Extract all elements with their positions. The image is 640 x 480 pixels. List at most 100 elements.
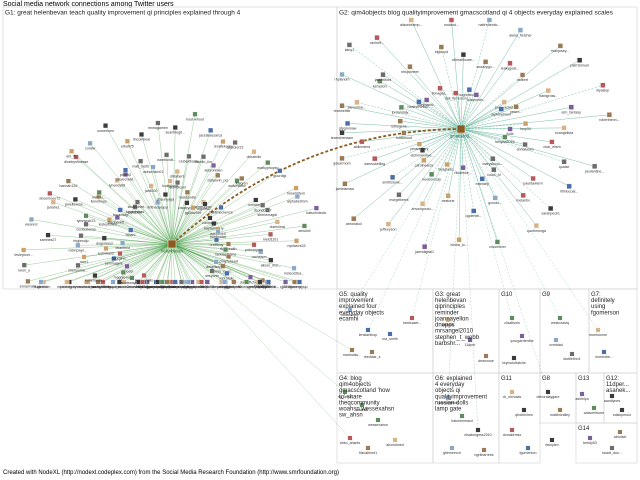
node-icon[interactable]	[409, 315, 415, 321]
node-icon[interactable]	[21, 262, 27, 268]
node-icon[interactable]	[172, 279, 178, 285]
node-icon[interactable]	[200, 154, 206, 160]
node-icon[interactable]	[138, 158, 144, 164]
node-icon[interactable]	[359, 402, 365, 408]
node-icon[interactable]	[401, 130, 407, 136]
node-icon[interactable]	[492, 195, 498, 201]
node-icon[interactable]	[65, 178, 71, 184]
node-icon[interactable]	[47, 190, 53, 196]
node-icon[interactable]	[198, 279, 204, 285]
node-icon[interactable]	[248, 274, 253, 280]
node-icon[interactable]	[215, 229, 221, 235]
node-icon[interactable]	[117, 251, 123, 257]
node-icon[interactable]	[569, 351, 575, 357]
node-icon[interactable]	[218, 204, 224, 210]
node-icon[interactable]	[519, 72, 526, 78]
node-icon[interactable]	[207, 215, 213, 221]
node-icon[interactable]	[296, 279, 302, 285]
node-icon[interactable]	[220, 139, 226, 145]
node-icon[interactable]	[453, 90, 459, 96]
node-icon[interactable]	[619, 407, 625, 413]
node-icon[interactable]	[114, 177, 120, 183]
node-icon[interactable]	[483, 59, 489, 65]
node-icon[interactable]	[268, 257, 274, 263]
node-icon[interactable]	[525, 445, 531, 451]
node-icon[interactable]	[226, 254, 232, 259]
node-icon[interactable]	[445, 193, 451, 199]
node-icon[interactable]	[372, 156, 378, 162]
node-icon[interactable]	[438, 44, 444, 50]
node-icon[interactable]	[148, 183, 154, 189]
node-icon[interactable]	[209, 268, 215, 274]
node-icon[interactable]	[494, 239, 500, 245]
node-icon[interactable]	[253, 197, 259, 203]
node-icon[interactable]	[380, 72, 386, 78]
node-icon[interactable]	[251, 149, 257, 155]
node-icon[interactable]	[222, 279, 228, 285]
node-icon[interactable]	[521, 407, 527, 413]
node-icon[interactable]	[449, 445, 455, 451]
node-icon[interactable]	[374, 35, 380, 41]
node-icon[interactable]	[561, 125, 567, 131]
node-icon[interactable]	[609, 445, 615, 451]
node-icon[interactable]	[398, 104, 404, 110]
node-icon[interactable]	[120, 240, 126, 246]
node-icon[interactable]	[347, 435, 353, 441]
node-icon[interactable]	[517, 27, 523, 33]
node-icon[interactable]	[81, 254, 87, 260]
node-icon[interactable]	[421, 157, 427, 163]
node-icon[interactable]	[416, 99, 422, 105]
node-icon[interactable]	[549, 437, 555, 443]
node-icon[interactable]	[83, 213, 89, 219]
node-icon[interactable]	[293, 238, 299, 244]
node-icon[interactable]	[268, 231, 274, 237]
node-icon[interactable]	[266, 279, 271, 285]
node-icon[interactable]	[601, 349, 607, 355]
node-icon[interactable]	[486, 17, 492, 23]
node-icon[interactable]	[277, 168, 283, 174]
node-icon[interactable]	[129, 275, 135, 281]
node-icon[interactable]	[258, 249, 264, 255]
node-icon[interactable]	[202, 201, 208, 207]
node-icon[interactable]	[244, 279, 250, 285]
node-icon[interactable]	[164, 279, 170, 285]
node-icon[interactable]	[225, 241, 231, 247]
node-icon[interactable]	[184, 200, 190, 206]
node-icon[interactable]	[385, 221, 391, 227]
node-icon[interactable]	[591, 405, 597, 411]
node-icon[interactable]	[159, 279, 165, 285]
node-icon[interactable]	[342, 181, 348, 187]
node-icon[interactable]	[95, 279, 101, 285]
node-icon[interactable]	[25, 278, 31, 284]
node-icon[interactable]	[342, 389, 348, 395]
node-icon[interactable]	[419, 147, 426, 153]
node-icon[interactable]	[283, 279, 289, 285]
node-icon[interactable]	[234, 178, 240, 184]
node-icon[interactable]	[349, 347, 355, 353]
node-icon[interactable]	[339, 155, 345, 161]
node-icon[interactable]	[239, 175, 245, 181]
node-icon[interactable]	[83, 221, 89, 227]
node-icon[interactable]	[110, 279, 116, 285]
node-icon[interactable]	[387, 331, 393, 337]
node-icon[interactable]	[172, 125, 178, 131]
node-icon[interactable]	[211, 162, 217, 168]
node-icon[interactable]	[557, 407, 563, 413]
node-icon[interactable]	[429, 171, 435, 177]
node-icon[interactable]	[139, 132, 145, 137]
node-icon[interactable]	[509, 315, 515, 321]
node-icon[interactable]	[467, 337, 473, 343]
node-icon[interactable]	[392, 437, 398, 443]
node-icon[interactable]	[124, 263, 130, 269]
node-icon[interactable]	[460, 165, 466, 171]
node-icon[interactable]	[491, 167, 497, 173]
node-icon[interactable]	[545, 88, 551, 94]
node-icon[interactable]	[390, 174, 396, 180]
node-icon[interactable]	[185, 279, 191, 285]
node-icon[interactable]	[396, 192, 402, 198]
node-icon[interactable]	[186, 153, 192, 159]
node-icon[interactable]	[128, 227, 134, 233]
node-icon[interactable]	[513, 104, 519, 110]
node-icon[interactable]	[445, 395, 451, 401]
node-icon[interactable]	[139, 279, 145, 285]
